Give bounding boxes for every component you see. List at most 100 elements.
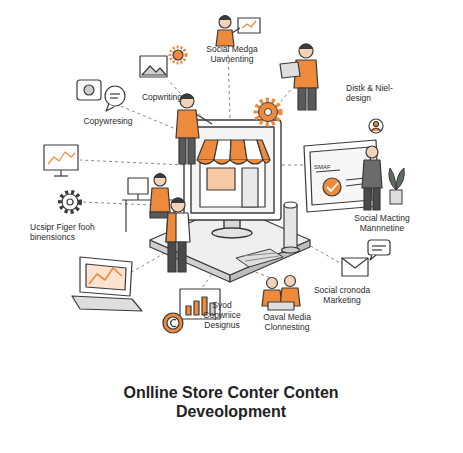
chart-monitor xyxy=(48,152,75,164)
person-figure xyxy=(179,138,186,164)
icon-caption: Copwriting xyxy=(134,92,190,102)
storefront xyxy=(257,140,270,160)
panel-person xyxy=(362,160,382,188)
keyboard xyxy=(236,249,283,267)
icon-caption: Syod Copwriice Designus xyxy=(197,300,247,330)
envelope-icon xyxy=(342,240,390,276)
avatar-icon xyxy=(369,119,383,133)
desk-worker xyxy=(154,174,166,179)
laptop-person xyxy=(298,88,306,110)
icon-caption: Distk & Niel-design xyxy=(346,83,402,103)
standing-person xyxy=(166,213,190,242)
icon-caption: Ucsipr Figer fooh binensioncs xyxy=(30,222,104,242)
laptop-person xyxy=(308,88,316,110)
storefront xyxy=(197,140,270,207)
storefront xyxy=(197,160,270,164)
icon-caption: Copywresing xyxy=(72,116,144,126)
envelope-icon xyxy=(368,240,390,255)
envelope-icon xyxy=(342,258,368,276)
desk-worker xyxy=(125,200,126,232)
image-icon xyxy=(173,50,183,60)
image-icon xyxy=(140,56,167,77)
icon-caption: Social Medga Uavnenting xyxy=(196,44,268,64)
chat-icon xyxy=(110,97,118,98)
storefront xyxy=(214,140,231,160)
storefront xyxy=(200,160,265,207)
presenter-icon xyxy=(216,30,234,46)
keyboard xyxy=(236,249,283,267)
chart-card xyxy=(163,313,183,333)
panel-person xyxy=(366,146,378,158)
presenter-icon xyxy=(232,28,240,33)
laptop-person xyxy=(299,44,313,58)
storefront xyxy=(207,168,235,190)
gear-icon xyxy=(67,199,73,205)
plant xyxy=(390,190,402,204)
gear-icon xyxy=(256,100,280,124)
chart-monitor xyxy=(54,175,68,176)
laptop-icon xyxy=(72,257,142,311)
screen-text: SMAF xyxy=(314,164,340,171)
presenter-icon xyxy=(238,18,260,33)
presenter-icon xyxy=(242,21,256,28)
chat-icon xyxy=(77,80,101,100)
keyboard xyxy=(245,256,279,261)
presenter-icon xyxy=(219,16,231,28)
icon-caption: Oaval Media Clonnesting xyxy=(255,312,319,332)
standing-person xyxy=(171,198,185,203)
envelope-icon xyxy=(370,255,376,260)
cylinder xyxy=(284,205,297,250)
storefront xyxy=(242,168,258,207)
presenter-icon xyxy=(219,16,231,21)
panel-person xyxy=(362,146,382,210)
tablet-panel xyxy=(327,183,338,191)
chat-icon xyxy=(105,86,125,106)
gear-icon xyxy=(62,194,78,210)
person-figure xyxy=(196,114,212,124)
monitor xyxy=(212,228,252,238)
desk-worker xyxy=(150,212,168,218)
dashed-leader xyxy=(82,202,152,205)
image-icon xyxy=(140,47,186,77)
dashed-leader xyxy=(80,50,342,288)
chart-card xyxy=(167,317,179,329)
avatar-icon xyxy=(369,119,383,133)
laptop-icon xyxy=(89,268,122,284)
team-icon xyxy=(267,278,278,289)
chat-icon xyxy=(106,104,114,111)
standing-person xyxy=(166,198,190,272)
gear-icon xyxy=(256,100,280,124)
laptop-icon xyxy=(86,264,126,290)
laptop-icon xyxy=(80,257,132,296)
dashed-leader xyxy=(80,160,184,165)
team-icon xyxy=(262,276,300,311)
chart-card xyxy=(194,301,199,315)
tablet-panel xyxy=(346,184,362,186)
team-icon xyxy=(268,302,294,310)
avatar-icon xyxy=(371,128,381,131)
plant xyxy=(389,168,404,190)
team-icon xyxy=(285,276,296,287)
envelope-icon xyxy=(372,245,386,246)
diagram-title: Onlline Store Conter Conten Deveolopment xyxy=(106,383,356,421)
person-figure xyxy=(176,110,199,138)
chart-monitor xyxy=(44,145,78,176)
desk-worker xyxy=(150,188,170,212)
cylinder xyxy=(284,202,297,208)
icon-caption: Social Macting Mannnetine xyxy=(342,213,422,233)
panel-person xyxy=(373,188,380,210)
desk-worker xyxy=(154,174,166,186)
avatar-icon xyxy=(374,122,379,127)
gear-icon xyxy=(259,103,278,122)
standing-person xyxy=(166,213,176,242)
panel-person xyxy=(364,188,371,210)
presenter-icon xyxy=(216,16,260,47)
tablet-panel xyxy=(323,178,341,196)
cylinder xyxy=(282,247,300,253)
laptop-person xyxy=(280,44,318,110)
icon-caption: Social cronoda Marketing xyxy=(305,285,379,305)
person-figure xyxy=(180,94,194,99)
keyboard xyxy=(242,253,276,256)
tablet-panel xyxy=(316,170,340,172)
chart-monitor xyxy=(44,145,78,170)
